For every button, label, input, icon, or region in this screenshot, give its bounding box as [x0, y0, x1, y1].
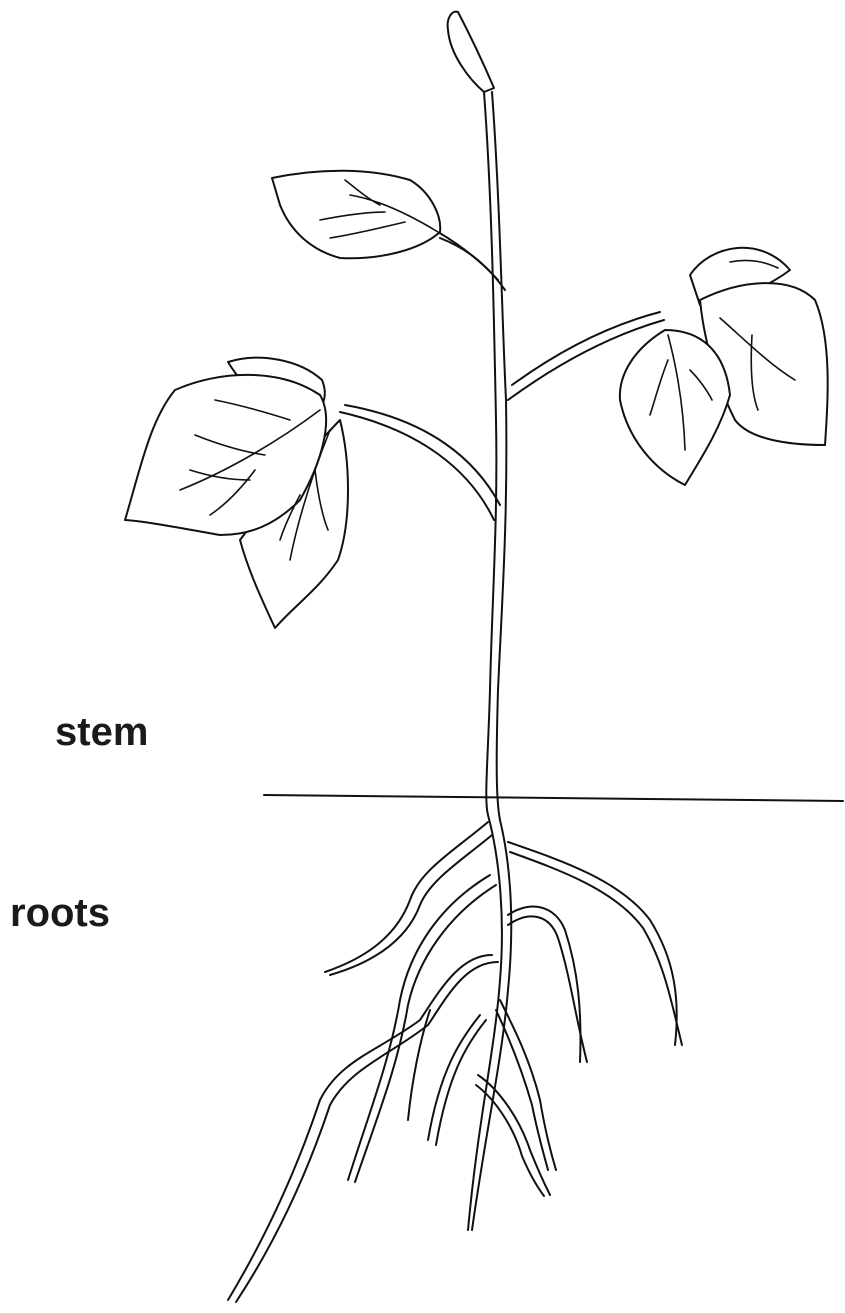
leaf-upper-left — [272, 171, 505, 290]
ground-line — [264, 795, 843, 801]
main-stem — [448, 12, 507, 820]
root-system — [228, 815, 682, 1302]
roots-label: roots — [10, 893, 110, 933]
leaf-cluster-left — [125, 358, 500, 628]
stem-label: stem — [55, 712, 148, 752]
leaf-cluster-right — [508, 248, 828, 485]
